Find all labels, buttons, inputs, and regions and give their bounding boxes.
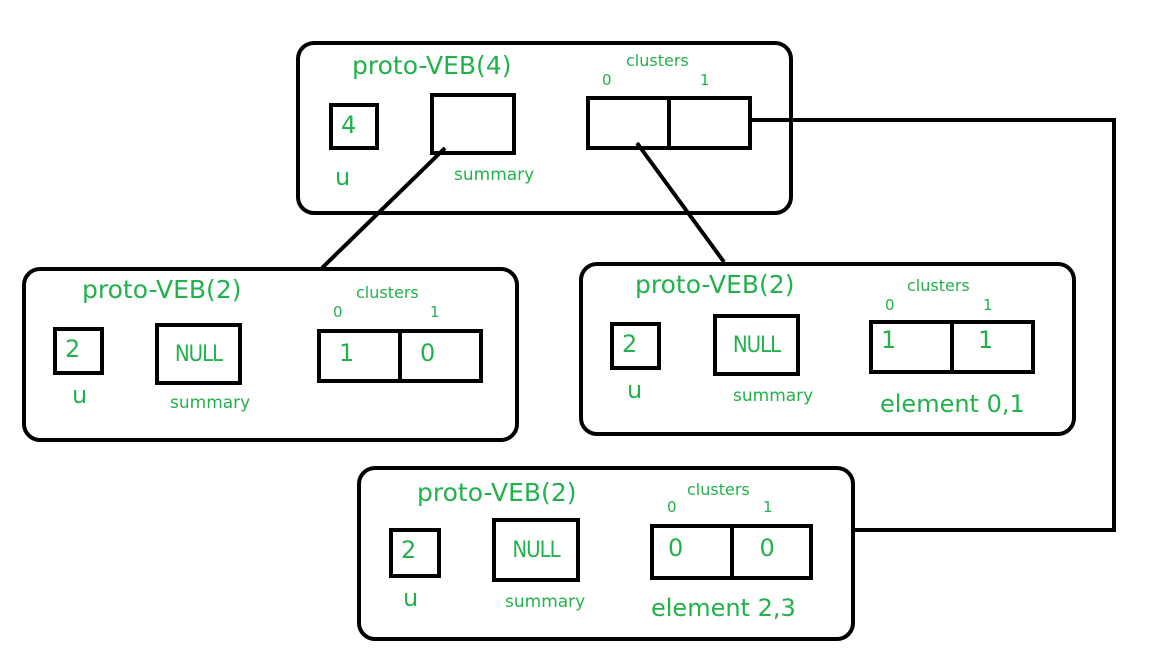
clusters-array — [586, 96, 752, 150]
clusters-array: 0 0 — [650, 524, 813, 580]
edge-cluster0 — [635, 141, 726, 264]
node-summary-child: proto-VEB(2) 2 u NULL summary clusters 0… — [22, 267, 519, 442]
u-label: u — [335, 163, 351, 191]
u-value: 4 — [341, 111, 357, 139]
u-box: 4 — [329, 103, 379, 150]
clusters-label: clusters — [626, 51, 689, 70]
u-box: 2 — [389, 528, 441, 578]
node-cluster1: proto-VEB(2) 2 u NULL summary clusters 0… — [357, 466, 855, 641]
node-root: proto-VEB(4) 4 u summary clusters 0 1 — [296, 41, 793, 215]
u-label: u — [403, 584, 419, 612]
summary-box[interactable]: NULL — [155, 323, 242, 385]
u-label: u — [72, 381, 88, 409]
cluster-slot-1[interactable] — [667, 100, 748, 146]
cluster-index-1: 1 — [983, 296, 993, 314]
u-value: 2 — [622, 330, 638, 358]
cluster-slot-0[interactable]: 0 — [668, 534, 684, 562]
cluster-slot-0[interactable]: 1 — [339, 339, 355, 367]
clusters-array: 1 0 — [317, 329, 483, 383]
summary-label: summary — [505, 592, 586, 612]
clusters-array: 1 1 — [869, 320, 1035, 374]
element-label: element 2,3 — [651, 594, 796, 622]
cluster-index-1: 1 — [700, 71, 710, 89]
cluster-index-1: 1 — [763, 498, 773, 516]
cluster-index-0: 0 — [333, 303, 343, 321]
edge-cluster1 — [748, 118, 1116, 532]
node-title: proto-VEB(2) — [417, 478, 577, 507]
cluster-slot-1[interactable]: 0 — [398, 333, 479, 379]
u-label: u — [627, 376, 643, 404]
summary-box[interactable]: NULL — [713, 314, 800, 376]
node-title: proto-VEB(2) — [82, 275, 242, 304]
node-title: proto-VEB(4) — [352, 51, 512, 80]
summary-label: summary — [454, 165, 535, 185]
clusters-label: clusters — [356, 283, 419, 302]
cluster-slot-0[interactable]: 1 — [881, 326, 897, 354]
summary-box[interactable] — [430, 93, 516, 155]
cluster-index-0: 0 — [667, 498, 677, 516]
summary-label: summary — [170, 393, 251, 413]
summary-label: summary — [733, 386, 814, 406]
u-box: 2 — [53, 327, 104, 375]
edge-summary — [320, 146, 447, 270]
cluster-index-0: 0 — [602, 71, 612, 89]
cluster-slot-1[interactable]: 1 — [950, 324, 1031, 370]
clusters-label: clusters — [907, 276, 970, 295]
node-title: proto-VEB(2) — [635, 270, 795, 299]
cluster-index-1: 1 — [430, 303, 440, 321]
cluster-index-0: 0 — [885, 296, 895, 314]
summary-box[interactable]: NULL — [492, 518, 580, 582]
element-label: element 0,1 — [880, 390, 1025, 418]
u-value: 2 — [65, 335, 81, 363]
cluster-slot-0[interactable] — [590, 100, 667, 146]
cluster-slot-1[interactable]: 0 — [729, 528, 810, 576]
node-cluster0: proto-VEB(2) 2 u NULL summary clusters 0… — [579, 262, 1076, 436]
u-value: 2 — [401, 536, 417, 564]
clusters-label: clusters — [687, 480, 750, 499]
u-box: 2 — [610, 322, 661, 370]
